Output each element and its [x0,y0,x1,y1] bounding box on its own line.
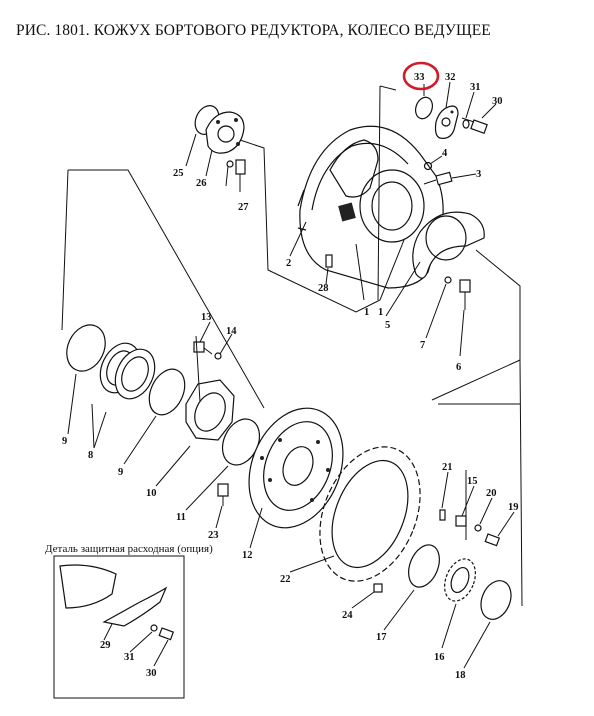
label-33: 33 [414,72,425,83]
label-3: 3 [476,169,481,180]
label-18: 18 [455,670,466,681]
label-8: 8 [88,450,93,461]
part-bolt-3[interactable] [423,171,453,186]
part-nut-10[interactable] [185,379,235,441]
label-15: 15 [467,476,478,487]
inset-label-29: 29 [100,640,111,651]
part-hub-12[interactable] [232,394,360,542]
part-plug-4[interactable] [423,161,433,171]
label-9-left: 9 [62,436,67,447]
label-6: 6 [456,362,461,373]
part-pin-21[interactable] [439,509,446,521]
part-labels: 33 32 31 30 25 26 4 3 27 2 28 1 1 5 7 6 … [62,72,519,681]
part-bolt-27[interactable] [226,159,246,192]
inset-title: Деталь защитная расходная (опция) [45,543,213,555]
part-washer-14[interactable] [214,352,222,360]
inset-optional-guard: Деталь защитная расходная (опция) 29 31 … [45,543,213,699]
part-flange-26[interactable] [205,111,245,154]
label-19: 19 [508,502,519,513]
highlight-circle-33 [402,61,440,91]
part-washer-31[interactable] [462,119,470,129]
label-21: 21 [442,462,453,473]
label-7: 7 [420,340,425,351]
part-washer-7[interactable] [444,276,452,284]
label-16: 16 [434,652,445,663]
inset-plate-29 [102,586,168,627]
label-12: 12 [242,550,253,561]
part-bolt-30[interactable] [461,117,488,135]
inset-guard-shape [59,564,117,609]
label-23: 23 [208,530,219,541]
label-25: 25 [173,168,184,179]
inset-label-31: 31 [124,652,135,663]
label-20: 20 [486,488,497,499]
label-13: 13 [201,312,212,323]
part-bolt-6[interactable] [459,279,471,310]
part-seal-8[interactable] [93,337,163,405]
part-gear-16[interactable] [439,554,481,605]
part-cap-32[interactable] [434,105,459,139]
label-22: 22 [280,574,291,585]
label-17: 17 [376,632,387,643]
label-28: 28 [318,283,329,294]
figure-title: РИС. 1801. КОЖУХ БОРТОВОГО РЕДУКТОРА, КО… [16,22,491,39]
label-9-middle: 9 [118,467,123,478]
label-10: 10 [146,488,157,499]
part-nut-15[interactable] [455,515,467,527]
label-11: 11 [176,512,186,523]
label-14: 14 [226,326,237,337]
part-cover-5[interactable] [412,211,485,279]
inset-frame [53,555,185,699]
part-o-ring-18[interactable] [476,576,517,624]
label-2: 2 [286,258,291,269]
part-bolt-24[interactable] [373,583,383,593]
part-o-ring-33[interactable] [413,95,436,121]
part-o-ring-9-left[interactable] [60,319,113,378]
label-24: 24 [342,610,353,621]
part-bolt-13[interactable] [193,341,213,355]
part-bolt-19[interactable] [484,533,501,547]
label-27: 27 [238,202,249,213]
label-4: 4 [442,148,448,159]
label-32: 32 [445,72,456,83]
leader-lines [67,81,515,669]
part-o-ring-17[interactable] [403,540,445,591]
part-bolt-23[interactable] [217,483,229,506]
part-housing-2[interactable] [297,125,444,289]
label-5: 5 [385,320,390,331]
label-31: 31 [470,82,481,93]
label-30: 30 [492,96,503,107]
inset-bolt-30 [158,627,175,641]
label-26: 26 [196,178,207,189]
part-dowel-28[interactable] [325,254,333,268]
part-sprocket-22[interactable] [301,432,439,596]
assembly-guide-lines [61,85,523,607]
label-1b: 1 [378,307,383,318]
inset-washer-31 [150,624,158,632]
label-1a: 1 [364,307,369,318]
inset-label-30: 30 [146,668,157,679]
part-o-ring-9-middle[interactable] [142,363,191,420]
part-washer-20[interactable] [474,524,482,532]
